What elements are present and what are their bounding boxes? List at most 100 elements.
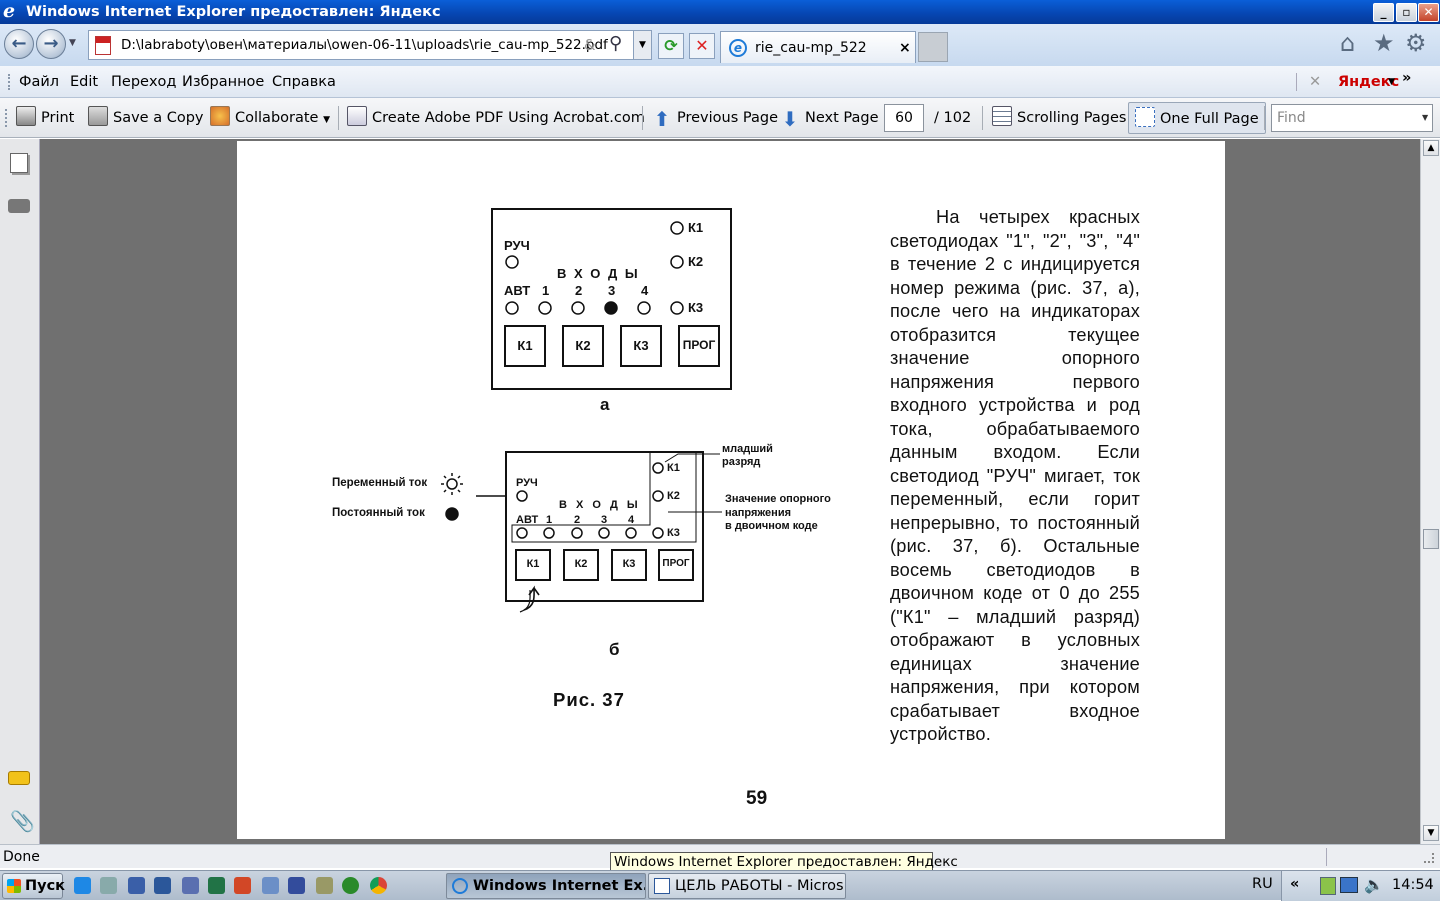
tray-clock[interactable]: 14:54 bbox=[1392, 877, 1434, 893]
back-button[interactable]: ← bbox=[4, 29, 34, 59]
save-copy-button[interactable]: Save a Copy bbox=[88, 98, 203, 138]
menu-favorites[interactable]: Избранное bbox=[182, 74, 265, 90]
yandex-dropdown-icon[interactable]: ▼ bbox=[1388, 77, 1395, 87]
scrolling-pages-button[interactable]: Scrolling Pages bbox=[992, 98, 1126, 138]
menu-file[interactable]: Файл bbox=[19, 74, 60, 90]
stop-icon[interactable]: ✕ bbox=[689, 33, 715, 59]
quicklaunch-network-icon[interactable] bbox=[288, 877, 305, 894]
window-titlebar[interactable]: e Windows Internet Explorer предоставлен… bbox=[0, 0, 1440, 24]
printer-icon bbox=[16, 106, 36, 126]
quicklaunch-powerpoint-icon[interactable] bbox=[234, 877, 251, 894]
pdf-file-icon bbox=[95, 36, 111, 55]
label-ref-1: Значение опорного bbox=[725, 493, 831, 505]
tray-volume-icon[interactable]: 🔈 bbox=[1364, 875, 1384, 894]
tab-rie-cau-mp-522[interactable]: e rie_cau-mp_522 × bbox=[720, 31, 916, 63]
tray-expand-button[interactable]: « bbox=[1290, 876, 1300, 892]
tray-network-icon[interactable] bbox=[1340, 877, 1358, 893]
toolbar-separator bbox=[642, 106, 643, 130]
button-k2-a bbox=[562, 325, 604, 367]
vertical-scrollbar[interactable]: ▲ ▼ bbox=[1420, 139, 1440, 844]
led-input-3 bbox=[604, 301, 618, 315]
paperclip-icon[interactable]: 📎 bbox=[10, 809, 35, 833]
yandex-button[interactable]: Яндекс bbox=[1338, 74, 1400, 90]
led-avt-b bbox=[516, 527, 528, 539]
scrolling-pages-icon bbox=[992, 106, 1012, 126]
label-in1-a: 1 bbox=[542, 283, 550, 298]
led-k2 bbox=[670, 255, 684, 269]
close-window-button[interactable]: ✕ bbox=[1418, 3, 1439, 22]
comments-icon[interactable] bbox=[8, 771, 30, 785]
print-button[interactable]: Print bbox=[16, 98, 74, 138]
scroll-thumb[interactable] bbox=[1423, 529, 1439, 549]
windows-logo-icon bbox=[7, 879, 21, 893]
label-vhody-b: В Х О Д Ы bbox=[559, 499, 641, 511]
yandex-close-button[interactable]: ✕ bbox=[1309, 74, 1322, 90]
tools-gear-icon[interactable]: ⚙ bbox=[1405, 29, 1427, 57]
quicklaunch-chrome-icon[interactable] bbox=[370, 877, 387, 894]
attachments-binoculars-icon[interactable] bbox=[8, 199, 30, 213]
panel-a-frame bbox=[491, 208, 732, 390]
quicklaunch-word-icon[interactable] bbox=[154, 877, 171, 894]
forward-button[interactable]: → bbox=[36, 29, 66, 59]
taskbar: Пуск Windows Internet Ex... ЦЕЛЬ РАБОТЫ … bbox=[0, 870, 1440, 901]
new-tab-button[interactable] bbox=[918, 32, 948, 62]
back-arrow-icon: ← bbox=[11, 33, 27, 54]
quicklaunch-excel-icon[interactable] bbox=[208, 877, 225, 894]
next-page-button[interactable]: ⬇Next Page bbox=[780, 98, 879, 138]
resize-grip-icon[interactable] bbox=[1424, 853, 1434, 863]
find-dropdown-icon[interactable]: ▼ bbox=[1422, 113, 1429, 122]
quicklaunch-tools-icon[interactable] bbox=[316, 877, 333, 894]
tray-usb-icon[interactable] bbox=[1320, 877, 1336, 895]
history-dropdown-icon[interactable]: ▼ bbox=[69, 38, 76, 48]
scroll-down-icon[interactable]: ▼ bbox=[1423, 825, 1439, 841]
compatibility-icon[interactable]: & bbox=[584, 36, 596, 54]
menu-go[interactable]: Переход bbox=[111, 74, 177, 90]
favorites-star-icon[interactable]: ★ bbox=[1373, 29, 1395, 57]
figure-caption: Рис. 37 bbox=[553, 689, 625, 710]
quicklaunch-outlook-icon[interactable] bbox=[182, 877, 199, 894]
taskbar-item-ie[interactable]: Windows Internet Ex... bbox=[446, 873, 646, 899]
acrobat-toolbar: Print Save a Copy Collaborate ▼ Create A… bbox=[0, 98, 1440, 138]
pages-panel-icon[interactable] bbox=[10, 153, 28, 173]
led-k1 bbox=[670, 221, 684, 235]
menu-help[interactable]: Справка bbox=[272, 74, 336, 90]
search-icon[interactable]: ⚲ bbox=[609, 33, 623, 54]
quicklaunch-ie-icon[interactable] bbox=[74, 877, 91, 894]
one-full-page-button[interactable]: One Full Page bbox=[1128, 102, 1266, 134]
led-input-1-b bbox=[543, 527, 555, 539]
home-icon[interactable]: ⌂ bbox=[1340, 29, 1356, 57]
btn-label-prog-b: ПРОГ bbox=[662, 558, 690, 569]
menu-edit[interactable]: Edit bbox=[70, 74, 99, 90]
create-pdf-icon bbox=[347, 106, 367, 126]
one-full-page-label: One Full Page bbox=[1160, 111, 1259, 127]
tab-close-button[interactable]: × bbox=[899, 40, 911, 56]
create-pdf-button[interactable]: Create Adobe PDF Using Acrobat.com bbox=[347, 98, 645, 138]
page-number-input[interactable]: 60 bbox=[884, 104, 924, 132]
toolbar-more-button[interactable]: » bbox=[1402, 70, 1412, 86]
scroll-up-icon[interactable]: ▲ bbox=[1423, 140, 1439, 156]
quicklaunch-server-icon[interactable] bbox=[100, 877, 117, 894]
button-prog-b bbox=[658, 549, 694, 581]
scrolling-pages-label: Scrolling Pages bbox=[1017, 110, 1127, 126]
toolbar-separator bbox=[982, 106, 983, 130]
legend-icons bbox=[441, 473, 463, 521]
quicklaunch-desktop-icon[interactable] bbox=[128, 877, 145, 894]
one-full-page-icon bbox=[1135, 107, 1155, 127]
previous-page-button[interactable]: ⬆Previous Page bbox=[652, 98, 778, 138]
start-button[interactable]: Пуск bbox=[2, 873, 65, 899]
quicklaunch-utorrent-icon[interactable] bbox=[342, 877, 359, 894]
refresh-icon[interactable]: ⟳ bbox=[658, 33, 684, 59]
quicklaunch-publisher-icon[interactable] bbox=[262, 877, 279, 894]
find-input[interactable]: Find▼ bbox=[1271, 104, 1433, 132]
panel-a bbox=[491, 208, 732, 390]
collaborate-button[interactable]: Collaborate ▼ bbox=[210, 98, 330, 138]
collaborate-label: Collaborate bbox=[235, 110, 319, 126]
minimize-button[interactable]: _ bbox=[1373, 3, 1394, 22]
language-indicator[interactable]: RU bbox=[1252, 876, 1273, 892]
address-bar-input[interactable]: D:\labraboty\овен\материалы\owen-06-11\u… bbox=[88, 30, 652, 60]
address-dropdown-icon[interactable]: ▼ bbox=[633, 31, 651, 59]
btn-label-k3-b: К3 bbox=[622, 558, 636, 570]
taskbar-item-word[interactable]: ЦЕЛЬ РАБОТЫ - Micros... bbox=[648, 873, 846, 899]
maximize-button[interactable]: ▫ bbox=[1396, 3, 1417, 22]
